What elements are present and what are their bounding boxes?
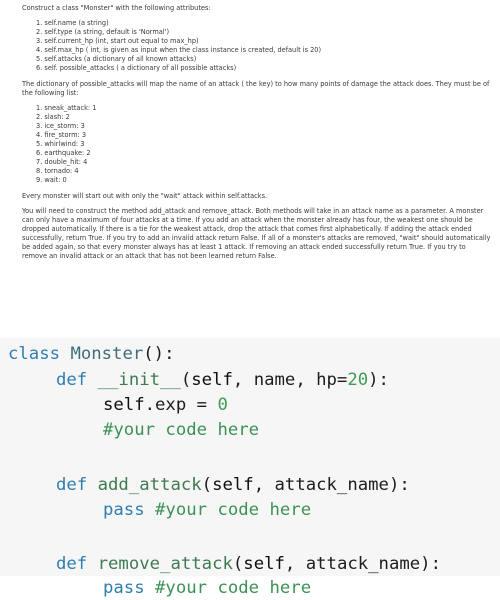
add-attack-name: add_attack xyxy=(97,475,202,495)
init-self: self xyxy=(191,370,233,390)
keyword-pass: pass xyxy=(103,500,145,520)
attribute-item: 5. self.attacks (a dictionary of all kno… xyxy=(36,55,197,63)
class-name: Monster xyxy=(70,344,144,364)
attribute-item: 4. self.max_hp ( int, is given as input … xyxy=(36,46,322,54)
attack-list: 1. sneak_attack: 1 2. slash: 2 3. ice_st… xyxy=(22,104,492,185)
attack-item: 4. fire_storm: 3 xyxy=(36,131,87,139)
self-keyword: self xyxy=(103,395,145,415)
attack-item: 6. earthquake: 2 xyxy=(36,149,91,157)
code-comment: #your code here xyxy=(155,500,312,520)
attack-item: 2. slash: 2 xyxy=(36,113,70,121)
keyword-class: class xyxy=(8,344,61,364)
remove-params-open: ( xyxy=(232,554,244,574)
exp-value: 0 xyxy=(217,395,228,415)
code-comment: #your code here xyxy=(155,578,312,598)
attack-item: 8. tornado: 4 xyxy=(36,167,79,175)
attack-item: 1. sneak_attack: 1 xyxy=(36,104,97,112)
possible-attacks-text: The dictionary of possible_attacks will … xyxy=(22,80,490,97)
attack-item: 3. ice_storm: 3 xyxy=(36,122,85,130)
add-params-open: ( xyxy=(201,475,213,495)
class-tail: (): xyxy=(143,344,175,364)
keyword-def: def xyxy=(56,554,88,574)
attribute-item: 1. self.name (a string) xyxy=(36,19,109,27)
attribute-item: 2. self.type (a string, default is 'Norm… xyxy=(36,28,170,36)
add-self: self xyxy=(212,475,254,495)
remove-self: self xyxy=(243,554,285,574)
code-line-class: class Monster(): xyxy=(8,342,175,366)
keyword-def: def xyxy=(56,475,88,495)
attribute-item: 6. self. possible_attacks ( a dictionary… xyxy=(36,64,237,72)
wait-note-text: Every monster will start out with only t… xyxy=(22,192,268,200)
code-line-init-def: def __init__(self, name, hp=20): xyxy=(56,368,389,392)
attribute-item: 3. self.current_hp (int, start out equal… xyxy=(36,37,199,45)
code-line-exp: self.exp = 0 xyxy=(103,393,228,417)
init-params-open: ( xyxy=(180,370,192,390)
code-line-remove-pass: pass #your code here xyxy=(103,576,311,600)
attack-item: 5. whirlwind: 3 xyxy=(36,140,85,148)
keyword-def: def xyxy=(56,370,88,390)
code-line-add-def: def add_attack(self, attack_name): xyxy=(56,473,410,497)
problem-statement: Construct a class "Monster" with the fol… xyxy=(22,4,492,260)
keyword-pass: pass xyxy=(103,578,145,598)
exp-attr: .exp = xyxy=(144,395,218,415)
code-comment: #your code here xyxy=(103,420,260,440)
init-name: __init__ xyxy=(97,370,181,390)
methods-description: You will need to construct the method ad… xyxy=(22,207,491,260)
code-line-remove-def: def remove_attack(self, attack_name): xyxy=(56,552,441,576)
init-params-mid: , name, hp= xyxy=(232,370,348,390)
init-default: 20 xyxy=(347,370,369,390)
remove-params-mid: , attack_name): xyxy=(284,554,441,574)
remove-attack-name: remove_attack xyxy=(97,554,233,574)
add-params-mid: , attack_name): xyxy=(253,475,410,495)
attack-item: 7. double_hit: 4 xyxy=(36,158,88,166)
attack-item: 9. wait: 0 xyxy=(36,176,67,184)
code-line-add-pass: pass #your code here xyxy=(103,498,311,522)
code-block: class Monster(): def __init__(self, name… xyxy=(0,338,500,598)
intro-text: Construct a class "Monster" with the fol… xyxy=(22,4,211,12)
init-params-close: ): xyxy=(368,370,389,390)
attribute-list: 1. self.name (a string) 2. self.type (a … xyxy=(22,19,492,73)
